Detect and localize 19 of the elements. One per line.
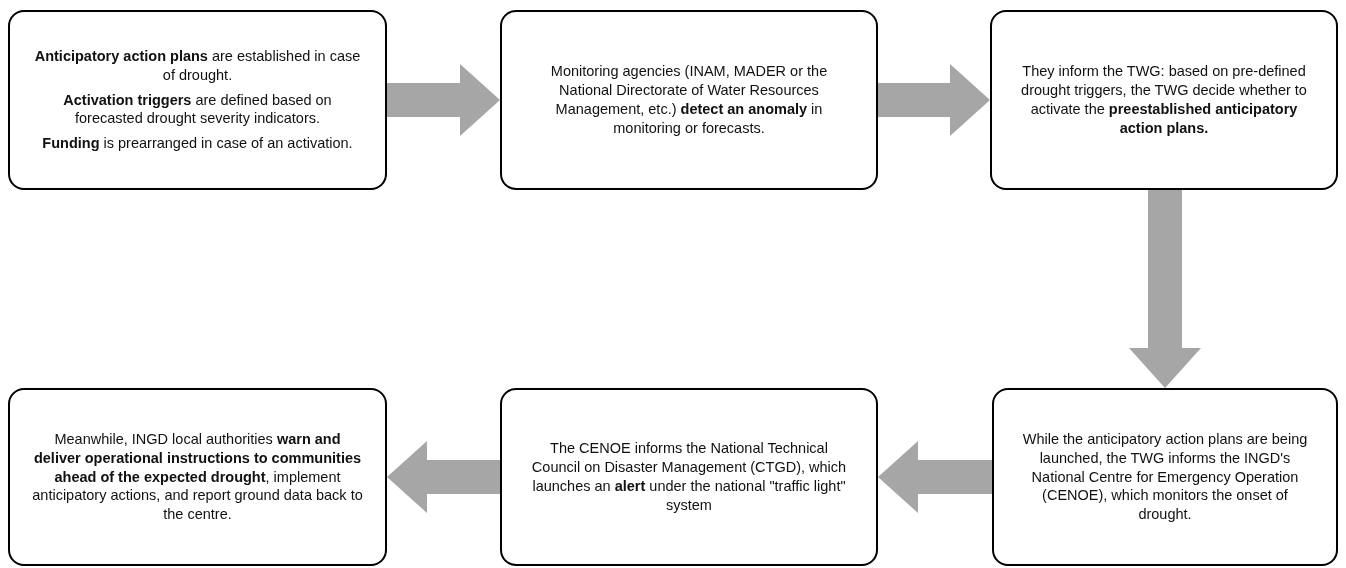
process-box: [8, 10, 387, 190]
step-text: Monitoring agencies (INAM, MADER or the National Directorate of Water Resources Management, etc.) detect an anomaly in monitoring or forecasts.: [549, 62, 829, 138]
arrow: [878, 441, 992, 513]
process-box: [8, 388, 387, 566]
arrow: [878, 64, 990, 136]
step-text: Funding is prearranged in case of an activation.: [42, 134, 353, 154]
step-text: They inform the TWG: based on pre-defined drought triggers, the TWG decide whether to activate the preestablished anticipatory action plans.: [1020, 62, 1308, 138]
process-box: [992, 388, 1338, 566]
process-box: [500, 388, 878, 566]
step-text: Anticipatory action plans are established in case of drought.: [33, 46, 362, 85]
step-text: Activation triggers are defined based on forecasted drought severity indicators.: [62, 90, 333, 129]
step-text: Meanwhile, INGD local authorities warn and deliver operational instructions to communities ahead of the expected drought, implement anticipatory actions, and report ground data back to the centre.: [32, 429, 363, 525]
process-box: [990, 10, 1338, 190]
process-box: [500, 10, 878, 190]
arrow: [387, 64, 500, 136]
arrow: [387, 441, 500, 513]
step-text: While the anticipatory action plans are being launched, the TWG informs the INGD's National Centre for Emergency Operation (CENOE), which monitors the onset of drought.: [1021, 429, 1309, 525]
arrow: [1129, 190, 1201, 388]
step-text: The CENOE informs the National Technical Council on Disaster Management (CTGD), which launches an alert under the national "traffic light" system: [530, 439, 848, 515]
